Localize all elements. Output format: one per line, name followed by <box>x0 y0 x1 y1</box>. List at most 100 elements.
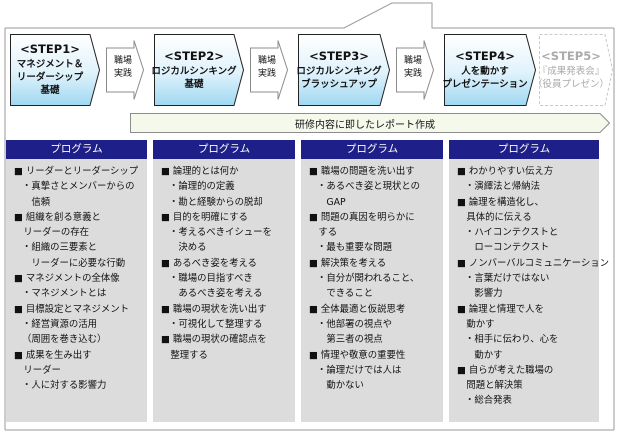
program-subtopic: ・可視化して整理する <box>169 318 263 330</box>
program-header: プログラム <box>301 140 443 159</box>
program-subtopic: ・相手に伝わり、心を <box>465 334 559 346</box>
practice-3-line-1: 職場 <box>403 56 422 66</box>
step-5-line-1: 『成果発表会』 <box>537 65 605 77</box>
program-topic: ■ 職場の現状の確認点を <box>161 334 267 346</box>
program-subtopic: ・論理だけでは人は <box>317 364 402 376</box>
program-topic: 具体的に伝える <box>457 211 532 223</box>
program-subtopic: 第三者の視点 <box>317 334 383 346</box>
program-subtopic: ・勘と経験からの脱却 <box>169 196 263 208</box>
step-1-line-2: リーダーシップ <box>16 72 84 83</box>
step-4-line-2: プレゼンテーション <box>442 78 528 90</box>
practice-2-line-2: 実践 <box>257 69 276 79</box>
practice-3-line-2: 実践 <box>403 69 422 79</box>
program-topic: ■ 論理的とは何か <box>161 166 239 177</box>
program-subtopic: ・演繹法と帰納法 <box>465 181 541 193</box>
program-subtopic: ・人に対する影響力 <box>22 380 107 392</box>
step-4-number: <STEP4> <box>455 48 515 63</box>
program-subtopic: ・真摯さとメンバーからの <box>22 181 135 193</box>
program-subtopic: 動かす <box>465 349 503 361</box>
program-items: ■ わかりやすい伝え方・演繹法と帰納法■ 論理を構造化し、 具体的に伝える・ハイ… <box>449 159 609 409</box>
program-subtopic: ・考えるべきイシューを <box>169 227 272 239</box>
report-label: 研修内容に即したレポート作成 <box>295 120 435 131</box>
step-3-box: <STEP3> ロジカルシンキング ブラッシュアップ <box>296 34 390 106</box>
program-items: ■ 職場の問題を洗い出す・あるべき姿と現状との GAP■ 問題の真因を明らかに … <box>301 159 443 393</box>
program-subtopic: ・総合発表 <box>465 395 512 407</box>
program-topic: ■ 成果を生み出す <box>14 349 92 361</box>
step-3-line-2: ブラッシュアップ <box>301 78 377 90</box>
program-subtopic: 動かない <box>317 380 364 392</box>
program-column-4: プログラム ■ わかりやすい伝え方・演繹法と帰納法■ 論理を構造化し、 具体的に… <box>449 140 609 422</box>
step-3-line-1: ロジカルシンキング <box>296 65 382 77</box>
step-5-line-2: （役員プレゼン） <box>533 78 610 90</box>
program-topic: ■ 目標設定とマネジメント <box>14 303 129 315</box>
step-2-number: <STEP2> <box>164 48 224 63</box>
program-header: プログラム <box>449 140 599 159</box>
program-topic: ■ 組織を創る意義と <box>14 211 101 223</box>
program-subtopic: ・論理的の定義 <box>169 181 235 193</box>
program-subtopic: 決める <box>169 242 207 254</box>
step-3-number: <STEP3> <box>309 48 369 63</box>
program-subtopic: ・他部署の視点や <box>317 318 393 330</box>
program-subtopic: できること <box>317 288 374 300</box>
report-banner: 研修内容に即したレポート作成 <box>130 113 610 133</box>
program-topic: ■ 目的を明確にする <box>161 211 248 223</box>
program-topic: 問題と解決策 <box>457 380 523 392</box>
practice-arrow-1: 職場実践 <box>106 40 144 100</box>
practice-arrow-3: 職場実践 <box>396 40 434 100</box>
program-topic: 整理する <box>161 349 208 361</box>
program-topic: 動かす <box>457 318 495 330</box>
step-2-box: <STEP2> ロジカルシンキング 基礎 <box>151 34 244 106</box>
program-column-2: プログラム ■ 論理的とは何か・論理的の定義・勘と経験からの脱却 ■ 目的を明確に… <box>153 140 295 422</box>
program-subtopic: ・マネジメントとは <box>22 288 107 300</box>
step-5-box: <STEP5> 『成果発表会』 （役員プレゼン） <box>533 34 613 106</box>
step-1-line-3: 基礎 <box>40 85 60 96</box>
step-2-line-1: ロジカルシンキング <box>151 65 237 77</box>
step-1-number: <STEP1> <box>20 42 80 56</box>
program-topic: ■ マネジメントの全体像 <box>14 273 120 285</box>
step-4-line-1: 人を動かす <box>461 65 509 77</box>
program-subtopic: ・あるべき姿と現状との <box>317 181 421 193</box>
program-subtopic: （周囲を巻き込む） <box>22 334 107 346</box>
program-subtopic: 信頼 <box>22 196 51 208</box>
program-topic: ■ あるべき姿を考える <box>161 257 257 269</box>
program-subtopic: ・経営資源の活用 <box>22 318 98 330</box>
program-header: プログラム <box>153 140 295 159</box>
program-column-3: プログラム ■ 職場の問題を洗い出す・あるべき姿と現状との GAP■ 問題の真因… <box>301 140 443 422</box>
program-topic: ■ リーダーとリーダーシップ <box>14 166 139 177</box>
program-subtopic: ・最も重要な問題 <box>317 242 393 254</box>
step-4-box: <STEP4> 人を動かす プレゼンテーション <box>442 34 536 106</box>
program-subtopic: ・ハイコンテクストと <box>465 227 559 239</box>
program-topic: リーダーの存在 <box>14 227 90 239</box>
step-1-line-1: マネジメント＆ <box>16 59 84 70</box>
program-subtopic: 影響力 <box>465 288 503 300</box>
program-topic: ■ 論理と情理で人を <box>457 303 544 315</box>
program-subtopic: リーダーに必要な行動 <box>22 257 126 269</box>
program-header: プログラム <box>6 140 147 159</box>
program-subtopic: ・組織の三要素と <box>22 242 98 254</box>
step-1-box: <STEP1> マネジメント＆ リーダーシップ 基礎 <box>10 34 100 106</box>
program-items: ■ リーダーとリーダーシップ・真摯さとメンバーからの 信頼■ 組織を創る意義と … <box>6 159 147 393</box>
program-topic: ■ 論理を構造化し、 <box>457 196 544 208</box>
program-items: ■ 論理的とは何か・論理的の定義・勘と経験からの脱却 ■ 目的を明確にする・考える… <box>153 159 295 363</box>
program-topic: リーダー <box>14 364 61 376</box>
program-subtopic: ・職場の目指すべき <box>169 273 253 285</box>
program-topic: ■ 全体最適と仮説思考 <box>309 303 406 315</box>
practice-1-line-2: 実践 <box>113 69 132 79</box>
practice-arrow-2: 職場実践 <box>250 40 288 100</box>
program-topic: ■ 問題の真因を明らかに <box>309 211 415 223</box>
program-subtopic: ローコンテクスト <box>465 242 550 254</box>
program-topic: する <box>309 227 338 239</box>
program-subtopic: ・自分が関われること、 <box>317 273 420 285</box>
program-topic: ■ 解決策を考える <box>309 257 387 269</box>
program-topic: ■ 職場の現状を洗い出す <box>161 303 267 315</box>
practice-2-line-1: 職場 <box>257 56 276 66</box>
step-2-line-2: 基礎 <box>184 78 204 90</box>
program-topic: ■ 自らが考えた職場の <box>457 364 554 376</box>
program-subtopic: GAP <box>317 196 346 208</box>
practice-1-line-1: 職場 <box>113 56 132 66</box>
program-column-1: プログラム ■ リーダーとリーダーシップ・真摯さとメンバーからの 信頼 ■ 組織を… <box>6 140 147 422</box>
program-subtopic: ・言葉だけではない <box>465 273 550 285</box>
step-5-number: <STEP5> <box>541 48 601 63</box>
program-subtopic: あるべき姿を考える <box>169 288 263 300</box>
